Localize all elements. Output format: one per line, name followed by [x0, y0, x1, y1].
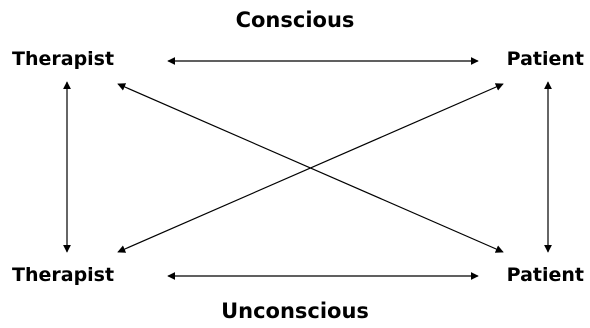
node-patient-bottom: Patient	[506, 264, 584, 286]
node-therapist-top: Therapist	[12, 48, 115, 70]
arrow-patient-top-therapist-bottom	[117, 83, 504, 253]
conscious-label: Conscious	[235, 8, 355, 32]
node-patient-top: Patient	[506, 48, 584, 70]
node-therapist-bottom: Therapist	[12, 264, 115, 286]
unconscious-label: Unconscious	[221, 299, 369, 323]
